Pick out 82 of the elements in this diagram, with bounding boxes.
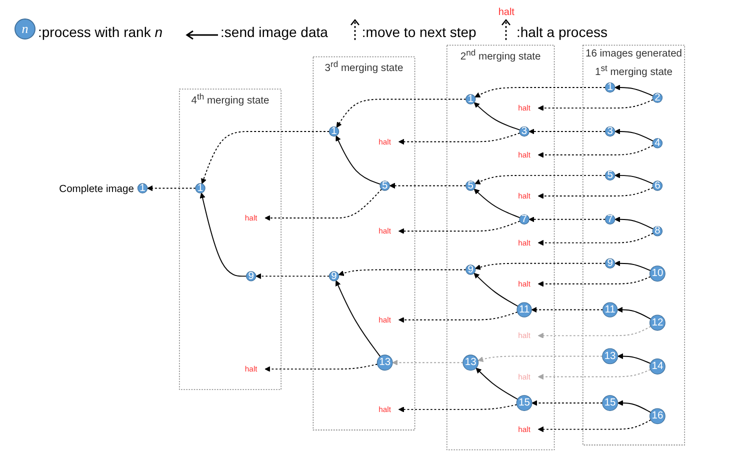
arrow <box>336 280 381 357</box>
node-circle: 7 <box>519 214 530 224</box>
arrow <box>538 276 652 287</box>
node-circle: 5 <box>380 180 390 191</box>
arrow <box>614 216 654 230</box>
arrow <box>614 260 652 272</box>
arrow <box>478 356 604 362</box>
node-circle: 4 <box>652 138 663 148</box>
node-circle: 14 <box>650 358 666 374</box>
legend-text: :send image data <box>220 24 328 40</box>
rank-symbol: n <box>22 21 28 36</box>
arrow <box>538 232 654 246</box>
node-circle: 13 <box>462 354 479 371</box>
arrow <box>538 326 652 338</box>
arrow <box>392 360 464 366</box>
arrow <box>538 187 654 199</box>
arrow <box>336 136 381 185</box>
arrow <box>538 369 652 380</box>
node-circle: 11 <box>602 302 618 318</box>
arrow <box>614 84 654 96</box>
node-circle: 9 <box>246 271 256 282</box>
arrow <box>398 404 518 412</box>
node-circle: 1 <box>329 126 340 137</box>
legend-text: :process with rank n <box>38 24 163 40</box>
arrow <box>398 132 520 145</box>
node-circle: 3 <box>519 126 530 137</box>
node-circle: 1 <box>466 94 476 104</box>
arrow <box>338 269 466 276</box>
node-circle: 8 <box>652 226 663 236</box>
node-circle: 12 <box>650 314 666 331</box>
arrow <box>256 273 330 280</box>
arrow <box>389 182 466 189</box>
arrow <box>538 99 654 111</box>
arrow <box>200 192 247 277</box>
arrow <box>336 98 466 128</box>
arrow <box>476 368 518 400</box>
node-circle: 9 <box>466 264 476 275</box>
arrow <box>474 272 519 307</box>
node-circle: 10 <box>650 266 666 282</box>
arrow <box>201 131 330 184</box>
node-circle: 2 <box>652 92 663 103</box>
arrow <box>474 87 606 98</box>
arrow <box>528 128 606 134</box>
arrow <box>618 400 652 413</box>
node-circle: 9 <box>329 271 340 282</box>
arrow <box>398 220 520 234</box>
legend-text: :move to next step <box>362 24 476 40</box>
node-circle: 15 <box>516 395 532 411</box>
node-circle: 5 <box>466 180 476 191</box>
node-circle: 15 <box>602 395 618 411</box>
arrow <box>531 306 604 313</box>
arrow <box>474 102 520 130</box>
node-circle: 7 <box>605 214 616 224</box>
node-circle: 3 <box>605 126 616 137</box>
arrow <box>618 353 652 364</box>
arrow <box>614 128 654 142</box>
arrow <box>474 188 520 218</box>
arrow <box>532 400 604 406</box>
arrow <box>538 419 652 432</box>
arrow <box>264 364 378 372</box>
node-caption: Complete image <box>59 184 134 196</box>
arrow <box>264 188 382 221</box>
node-circle: 1 <box>195 183 206 194</box>
node-circle: 1 <box>605 82 616 93</box>
node-circle: 13 <box>377 354 393 371</box>
node-circle: 6 <box>652 180 663 191</box>
node-circle: 1 <box>138 183 148 194</box>
arrow <box>147 185 196 192</box>
node-circle: 11 <box>516 302 532 318</box>
arrow <box>528 216 606 222</box>
arrow <box>398 312 518 323</box>
arrow <box>475 262 606 270</box>
node-circle: 16 <box>650 408 666 424</box>
legend-text: :halt a process <box>516 24 608 40</box>
arrow <box>614 172 654 184</box>
node-circle: 13 <box>602 348 618 364</box>
arrow <box>474 174 606 184</box>
node-circle: 5 <box>605 170 616 181</box>
arrow <box>617 306 652 320</box>
arrow <box>538 144 654 158</box>
node-circle: 9 <box>605 258 616 268</box>
halt-label: halt <box>498 7 514 18</box>
